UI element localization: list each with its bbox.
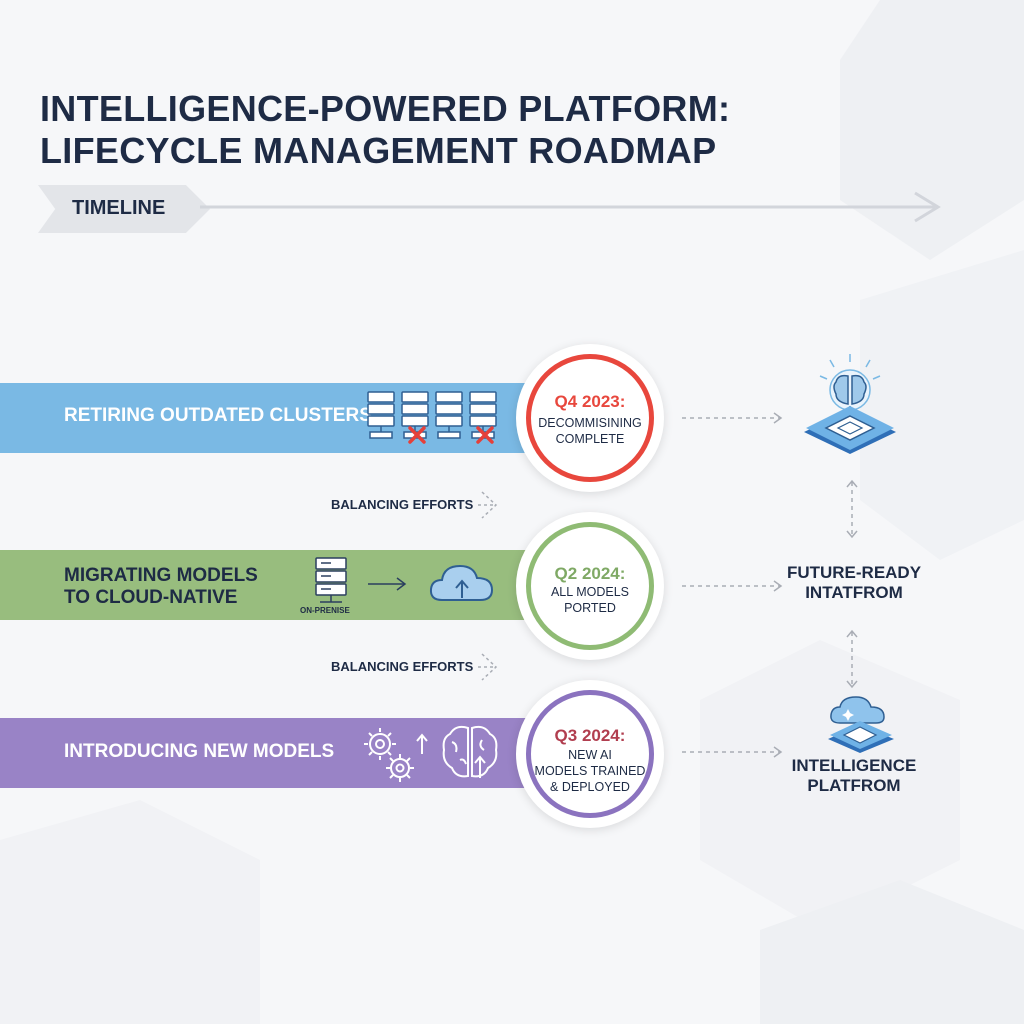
band-introducing-label: INTRODUCING NEW MODELS: [64, 741, 335, 762]
milestone-desc-line-2: MODELS TRAINED: [534, 764, 646, 778]
connector-arrow-2: [682, 580, 783, 592]
server-icon: [315, 557, 347, 603]
milestone-desc-line-1: NEW AI: [568, 748, 612, 762]
cloud-chip-icon: [828, 696, 894, 753]
on-premise-label: ON-PRENISE: [300, 606, 350, 615]
milestone-q3-2024: Q3 2024: NEW AI MODELS TRAINED & DEPLOYE…: [516, 680, 664, 828]
milestone-ring: [526, 354, 654, 482]
server-rack-icon: [367, 391, 497, 444]
vertical-double-arrow-2: [846, 629, 858, 689]
band-migrating-line-2: TO CLOUD-NATIVE: [64, 587, 238, 608]
milestone-date: Q2 2024:: [554, 564, 626, 583]
intelligence-platform-line-2: PLATFROM: [807, 776, 901, 795]
timeline-arrow: [200, 191, 941, 223]
gears-icon: [364, 728, 428, 782]
milestone-desc-line-2: COMPLETE: [555, 432, 625, 446]
future-ready-line-2: INTATFROM: [805, 583, 903, 602]
milestone-date: Q3 2024:: [554, 726, 626, 745]
page-title: INTELLIGENCE-POWERED PLATFORM: LIFECYCLE…: [40, 88, 730, 172]
milestone-desc-line-2: PORTED: [564, 601, 616, 615]
timeline-tag: [38, 185, 210, 233]
milestone-desc-line-3: & DEPLOYED: [550, 780, 630, 794]
cloud-upload-icon: [429, 564, 494, 601]
band-retiring-label: RETIRING OUTDATED CLUSTERS: [64, 405, 372, 426]
milestone-desc-line-1: ALL MODELS: [550, 585, 630, 599]
title-line-1: INTELLIGENCE-POWERED PLATFORM:: [40, 88, 731, 129]
milestone-desc-line-1: DECOMMISINING: [538, 416, 642, 430]
dashed-arrow-icon: [478, 653, 498, 681]
intelligence-platform-line-1: INTELLIGENCE: [791, 756, 917, 775]
milestone-ring: [526, 690, 654, 818]
title-line-2: LIFECYCLE MANAGEMENT ROADMAP: [40, 130, 717, 171]
milestone-q4-2023: Q4 2023: DECOMMISINING COMPLETE: [516, 344, 664, 492]
band-migrating-line-1: MIGRATING MODELS: [64, 565, 258, 586]
dashed-arrow-icon: [478, 491, 498, 519]
future-ready-platform-label: FUTURE-READY INTATFROM: [770, 563, 938, 603]
timeline-label: TIMELINE: [72, 197, 166, 219]
brain-icon: [442, 725, 498, 778]
balancing-efforts-label: BALANCING EFFORTS: [331, 497, 474, 512]
band-migrating-label: MIGRATING MODELS TO CLOUD-NATIVE: [64, 565, 258, 609]
connector-arrow-3: [682, 746, 783, 758]
connector-arrow-1: [682, 412, 783, 424]
vertical-double-arrow-1: [846, 479, 858, 539]
arrow-right-icon: [368, 577, 407, 591]
server-removed-icon: [408, 426, 494, 444]
future-ready-line-1: FUTURE-READY: [786, 563, 922, 582]
ai-brain-chip-icon: [804, 354, 896, 454]
milestone-q2-2024: Q2 2024: ALL MODELS PORTED: [516, 512, 664, 660]
balancing-efforts-label: BALANCING EFFORTS: [331, 659, 474, 674]
band-introducing: [0, 718, 548, 788]
milestone-ring: [526, 522, 654, 650]
intelligence-platform-label: INTELLIGENCE PLATFROM: [770, 756, 938, 796]
milestone-date: Q4 2023:: [554, 392, 626, 411]
